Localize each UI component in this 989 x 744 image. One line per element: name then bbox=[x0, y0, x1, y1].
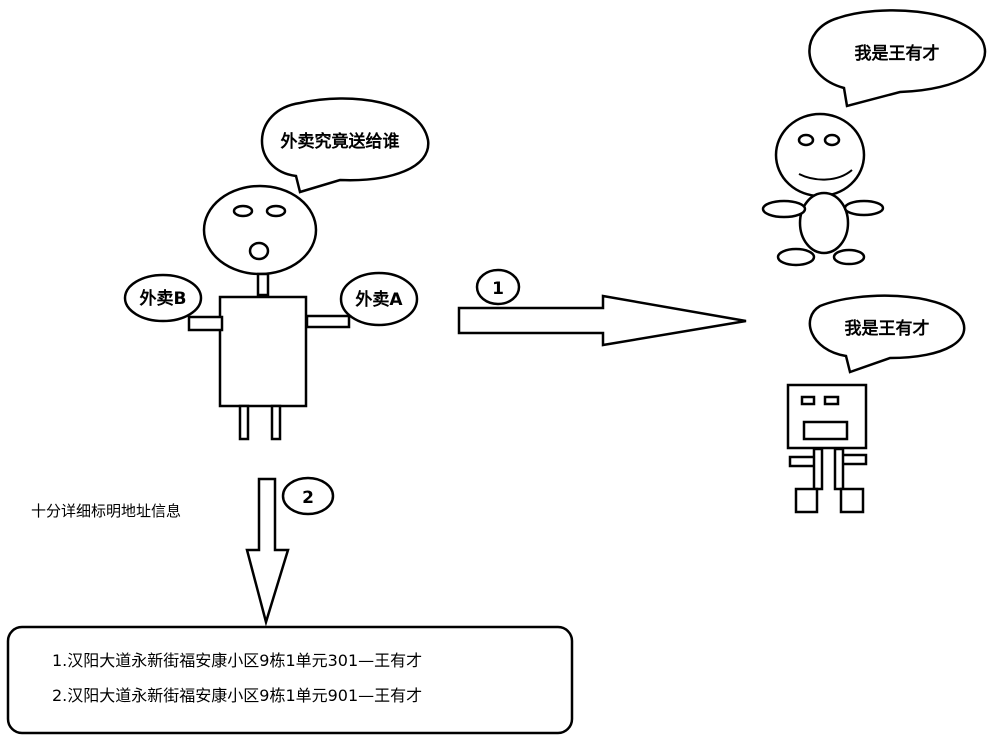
person-top-left-arm bbox=[761, 199, 807, 219]
person-bottom-right-foot bbox=[839, 487, 865, 514]
person-bottom-speech-bubble: 我是王有才 bbox=[808, 294, 966, 374]
person-top-body bbox=[798, 191, 850, 255]
courier-left-eye bbox=[232, 204, 254, 218]
step2-number: 2 bbox=[302, 488, 314, 508]
person-bottom-left-leg bbox=[812, 447, 824, 491]
person-top-speech-bubble: 我是王有才 bbox=[808, 9, 987, 108]
package-b: 外卖B bbox=[123, 273, 203, 323]
person-bottom-left-foot bbox=[794, 487, 819, 514]
person-bottom-figure bbox=[786, 383, 868, 514]
courier-thought-bubble: 外卖究竟送给谁 bbox=[260, 97, 430, 194]
package-a-label: 外卖A bbox=[355, 289, 403, 310]
person-top-right-foot bbox=[832, 248, 866, 266]
courier-right-leg bbox=[270, 404, 282, 441]
person-top-left-eye bbox=[797, 133, 815, 147]
courier-right-eye bbox=[265, 204, 287, 218]
step1-number: 1 bbox=[492, 279, 504, 299]
person-top-smile bbox=[798, 169, 853, 181]
courier-left-arm bbox=[187, 315, 224, 332]
person-top-left-foot bbox=[776, 247, 816, 267]
step2-badge: 2 bbox=[281, 476, 335, 516]
address-box: 1.汉阳大道永新街福安康小区9栋1单元301—王有才 2.汉阳大道永新街福安康小… bbox=[6, 625, 574, 735]
person-top-figure bbox=[761, 112, 885, 267]
person-bottom-left-eye bbox=[800, 395, 816, 406]
person-top-head bbox=[774, 112, 866, 198]
person-bottom-speech-text: 我是王有才 bbox=[845, 318, 930, 339]
person-bottom-right-leg bbox=[833, 447, 845, 491]
package-a: 外卖A bbox=[339, 271, 419, 327]
courier-left-leg bbox=[238, 404, 250, 441]
person-top-right-arm bbox=[843, 199, 885, 217]
person-bottom-right-eye bbox=[823, 395, 840, 406]
address-line-1: 1.汉阳大道永新街福安康小区9栋1单元301—王有才 bbox=[52, 651, 422, 670]
courier-body bbox=[218, 295, 308, 408]
courier-head bbox=[202, 184, 318, 276]
courier-thought-text: 外卖究竟送给谁 bbox=[281, 131, 400, 152]
person-top-right-eye bbox=[823, 133, 841, 147]
step1-badge: 1 bbox=[475, 268, 521, 306]
address-line-2: 2.汉阳大道永新街福安康小区9栋1单元901—王有才 bbox=[52, 686, 422, 705]
courier-mouth bbox=[248, 241, 270, 261]
courier-figure bbox=[187, 184, 351, 441]
package-b-label: 外卖B bbox=[140, 288, 187, 309]
courier-right-arm bbox=[305, 314, 351, 329]
person-top-speech-text: 我是王有才 bbox=[855, 43, 940, 64]
step2-arrow bbox=[245, 477, 290, 627]
step2-label: 十分详细标明地址信息 bbox=[31, 502, 181, 520]
step1-arrow bbox=[457, 294, 747, 347]
person-bottom-mouth bbox=[802, 420, 849, 441]
courier-neck bbox=[256, 272, 270, 297]
